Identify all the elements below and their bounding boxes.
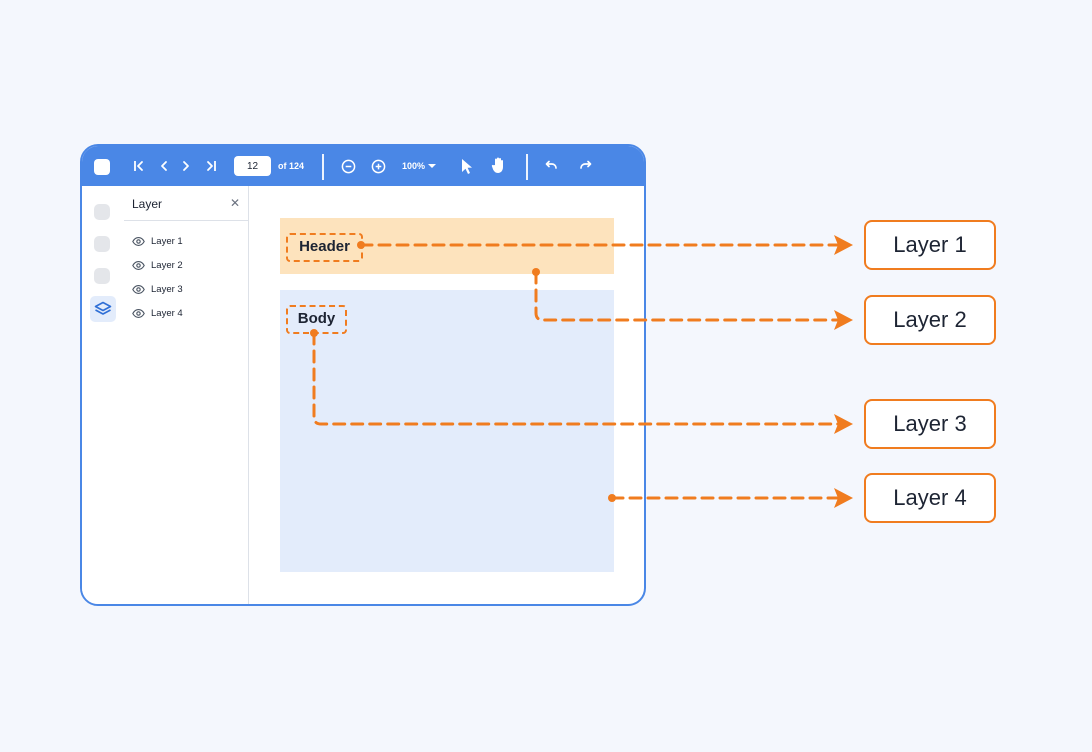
eye-icon[interactable] — [132, 305, 145, 323]
undo-icon[interactable] — [542, 158, 558, 174]
app-menu-button[interactable] — [94, 159, 110, 175]
eye-icon[interactable] — [132, 257, 145, 275]
layer-label: Layer 1 — [151, 236, 183, 247]
next-page-icon[interactable] — [180, 158, 192, 174]
layer-label: Layer 3 — [151, 284, 183, 295]
layers-icon[interactable] — [90, 296, 116, 322]
zoom-out-icon[interactable] — [340, 158, 356, 174]
layer-panel-header: Layer ✕ — [124, 186, 248, 221]
eye-icon[interactable] — [132, 281, 145, 299]
layer-list-item[interactable]: Layer 1 — [132, 234, 183, 250]
hand-icon[interactable] — [490, 155, 508, 175]
layer-panel-title: Layer — [132, 197, 163, 211]
callout-layer-2: Layer 2 — [864, 295, 996, 345]
arrowhead — [834, 310, 853, 330]
callout-layer-3: Layer 3 — [864, 399, 996, 449]
callout-layer-4: Layer 4 — [864, 473, 996, 523]
layer-label: Layer 4 — [151, 308, 183, 319]
toolbar: of 124 100% — [82, 146, 644, 186]
layer-label: Layer 2 — [151, 260, 183, 271]
zoom-value: 100% — [402, 161, 426, 171]
toolbar-divider — [322, 154, 324, 180]
callout-layer-1: Layer 1 — [864, 220, 996, 270]
zoom-in-icon[interactable] — [370, 158, 386, 174]
connector-line-2 — [534, 270, 840, 322]
rail-button[interactable] — [94, 204, 110, 220]
layer-list-item[interactable]: Layer 4 — [132, 306, 183, 322]
rail-button[interactable] — [94, 268, 110, 284]
arrowhead — [834, 414, 853, 434]
connector-dot — [310, 329, 318, 337]
redo-icon[interactable] — [578, 158, 594, 174]
body-region[interactable] — [280, 290, 614, 572]
connector-line-3 — [312, 331, 840, 426]
rail-button[interactable] — [94, 236, 110, 252]
eye-icon[interactable] — [132, 233, 145, 251]
zoom-select[interactable]: 100% — [402, 160, 437, 172]
caret-down-icon — [428, 160, 437, 172]
page-number-input[interactable] — [234, 156, 271, 176]
layer-list-item[interactable]: Layer 3 — [132, 282, 183, 298]
toolbar-divider — [526, 154, 528, 180]
first-page-icon[interactable] — [132, 158, 146, 174]
layer-list-item[interactable]: Layer 2 — [132, 258, 183, 274]
page-count-label: of 124 — [278, 161, 305, 171]
app-window: of 124 100% — [80, 144, 646, 606]
tool-rail — [82, 186, 125, 604]
connector-dot — [608, 494, 616, 502]
pointer-icon[interactable] — [458, 156, 474, 176]
arrowhead — [834, 488, 853, 508]
last-page-icon[interactable] — [204, 158, 218, 174]
layer-panel: Layer ✕ Layer 1 Layer 2 Layer 3 Layer — [124, 186, 249, 604]
close-icon[interactable]: ✕ — [229, 196, 241, 210]
arrowhead — [834, 235, 853, 255]
connector-dot — [532, 268, 540, 276]
prev-page-icon[interactable] — [158, 158, 170, 174]
connector-dot — [357, 241, 365, 249]
